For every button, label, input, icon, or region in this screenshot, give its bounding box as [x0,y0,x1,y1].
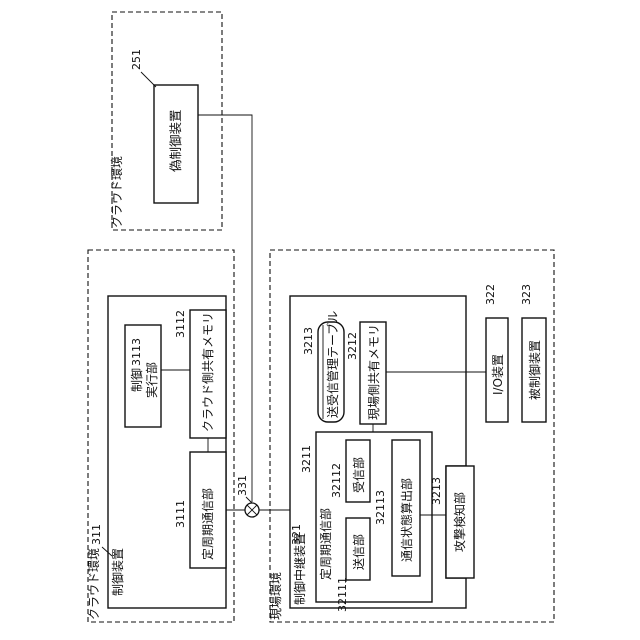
site-shared-memory-ref: 3212 [346,332,359,360]
junction-ref: 331 [236,475,249,496]
cloud-shared-memory-ref: 3112 [174,310,187,338]
cloud-env-top-label: クラウド環境 [109,156,124,228]
relay-periodic-comm-ref: 3211 [300,445,313,473]
fake-controller-ref: 251 [130,49,143,70]
io-device-label: I/O装置 [491,354,505,395]
site-env-label: 現場環境 [268,572,283,620]
fake-controller-label: 偽制御装置 [168,109,183,172]
attack-detect-ref: 3213 [430,477,443,505]
comm-state-ref: 32113 [374,490,387,525]
exec-unit-ref: 3113 [130,338,143,366]
controller-label: 制御装置 [110,548,125,596]
send-unit-ref: 32111 [336,577,349,612]
fake-controller-leader [141,72,156,87]
io-device-ref: 322 [484,284,497,305]
cloud-periodic-comm-ref: 3111 [174,500,187,528]
cloud-shared-memory-label: クラウド側共有メモリ [201,312,215,432]
comm-state-label: 通信状態算出部 [399,478,414,562]
cloud-env-left-label: クラウド環境 [86,548,101,620]
site-shared-memory-label: 現場側共有メモリ [367,324,381,420]
relay-device-ref: 321 [290,524,303,545]
controller-ref: 311 [90,524,103,545]
exec-unit-label-2: 実行部 [144,362,159,398]
relay-periodic-comm-label: 定周期通信部 [318,508,333,580]
table-label: 送受信管理テーブル [325,311,340,418]
exec-unit-label-1: 制御 [129,368,144,392]
junction-leader [246,497,252,503]
recv-unit-ref: 32112 [330,463,343,498]
cloud-periodic-comm-label: 定周期通信部 [200,488,215,560]
recv-unit-label: 受信部 [351,457,366,493]
attack-detect-label: 攻撃検知部 [452,492,467,552]
controlled-device-label: 被制御装置 [527,340,542,400]
table-ref: 3213 [302,327,315,355]
send-unit-label: 送信部 [351,534,366,570]
controlled-device-ref: 323 [520,284,533,305]
